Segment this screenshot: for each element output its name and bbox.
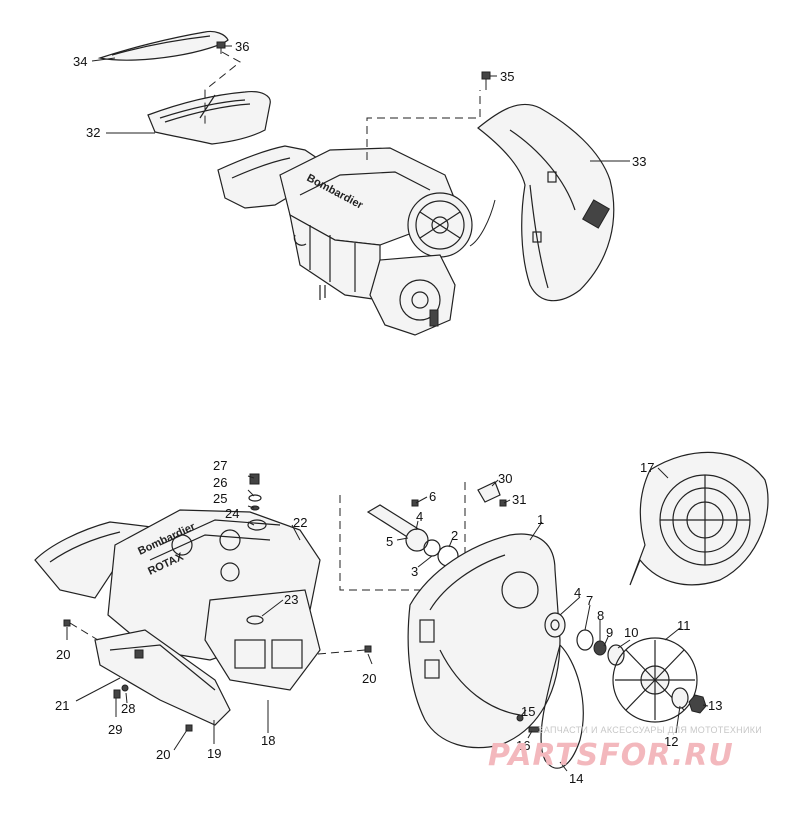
callout-18: 18: [261, 733, 275, 748]
callout-22: 22: [293, 515, 307, 530]
callout-30: 30: [498, 471, 512, 486]
part-22-engine-shroud: Bombardier ROTAX: [34, 509, 321, 691]
callout-24: 24: [225, 506, 239, 521]
callout-15: 15: [521, 704, 535, 719]
callout-21: 21: [55, 698, 69, 713]
watermark-tagline: ЗАПЧАСТИ И АКСЕССУАРЫ ДЛЯ МОТОТЕХНИКИ: [538, 725, 762, 735]
part-33-fan-cowl: [477, 103, 615, 302]
leader-lines: [66, 45, 709, 772]
callout-5: 5: [386, 534, 393, 549]
shaft-parts: [366, 499, 459, 567]
callout-34: 34: [73, 54, 87, 69]
parts-12-13-nut: [671, 687, 707, 714]
callout-32: 32: [86, 125, 100, 140]
callout-20c: 20: [156, 747, 170, 762]
callout-6: 6: [429, 489, 436, 504]
callout-3: 3: [411, 564, 418, 579]
callout-20b: 20: [362, 671, 376, 686]
part-30-31-clip: [477, 481, 507, 507]
callout-31: 31: [512, 492, 526, 507]
pulley-stack: [544, 612, 625, 666]
callout-20a: 20: [56, 647, 70, 662]
callout-labels: 1 2 3 4 4 5 6 7 8 9 10 11 12 13 14 15 16…: [55, 39, 722, 786]
part-34-top-cover: [97, 30, 229, 61]
callout-7: 7: [586, 593, 593, 608]
callout-27: 27: [213, 458, 227, 473]
callout-29: 29: [108, 722, 122, 737]
callout-36: 36: [235, 39, 249, 54]
part-35-bolt: [481, 71, 491, 90]
part-32-intake-plate: [147, 91, 271, 145]
callout-25: 25: [213, 491, 227, 506]
callout-23: 23: [284, 592, 298, 607]
watermark-site: PARTSFOR.RU: [488, 738, 734, 773]
part-36-bolt: [216, 41, 226, 54]
callout-17: 17: [640, 460, 654, 475]
part-1-belt-housing: [407, 533, 561, 749]
callout-26: 26: [213, 475, 227, 490]
parts-24-27-stack: [246, 473, 267, 625]
small-bolts: [63, 619, 372, 732]
callout-11: 11: [677, 618, 691, 633]
callout-19: 19: [207, 746, 221, 761]
callout-10: 10: [624, 625, 638, 640]
callout-12: 12: [664, 734, 678, 749]
callout-35: 35: [500, 69, 514, 84]
parts-15-16-screw: [516, 714, 540, 733]
callout-2: 2: [451, 528, 458, 543]
callout-13: 13: [708, 698, 722, 713]
callout-16: 16: [516, 738, 530, 753]
callout-28: 28: [121, 701, 135, 716]
part-14-belt: [540, 643, 584, 769]
watermark: ЗАПЧАСТИ И АКСЕССУАРЫ ДЛЯ МОТОТЕХНИКИ PA…: [488, 725, 762, 773]
callout-4b: 4: [574, 585, 581, 600]
part-17-fan-housing: [629, 451, 769, 586]
callout-1: 1: [537, 512, 544, 527]
engine-block: Bombardier: [217, 145, 473, 336]
callout-14: 14: [569, 771, 583, 786]
part-19-21-deflector: [94, 629, 231, 726]
callout-9: 9: [606, 625, 613, 640]
callout-8: 8: [597, 608, 604, 623]
callout-33: 33: [632, 154, 646, 169]
callout-4a: 4: [416, 509, 423, 524]
part-11-fan: [612, 637, 698, 723]
